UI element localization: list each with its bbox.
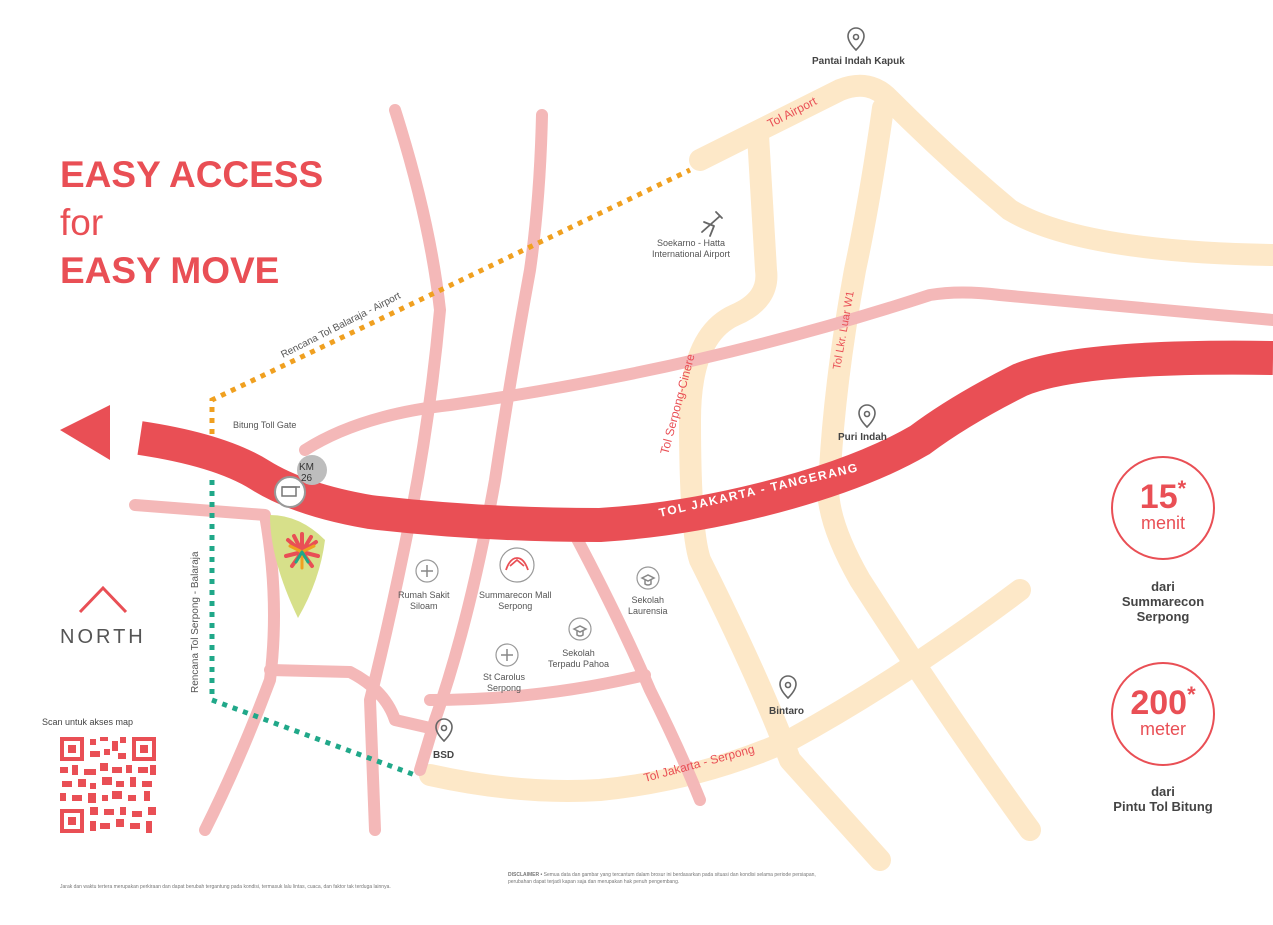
label-puri-indah: Puri Indah bbox=[838, 432, 887, 443]
road-arterial-5 bbox=[264, 664, 436, 734]
footer-note: Jarak dan waktu tertera merupakan perkir… bbox=[60, 884, 391, 890]
site-area bbox=[270, 515, 325, 618]
road-arterial-1 bbox=[364, 104, 446, 836]
stat-time-unit: menit bbox=[1140, 513, 1185, 533]
label-sekolah-laurensia: Sekolah Laurensia bbox=[628, 595, 668, 616]
north-arrow-icon bbox=[78, 585, 128, 614]
label-airport: Soekarno - Hatta International Airport bbox=[652, 238, 731, 259]
qr-caption: Scan untuk akses map bbox=[42, 717, 134, 727]
label-bintaro: Bintaro bbox=[769, 706, 804, 717]
footer-disclaimer: DISCLAIMER • Semua data dan gambar yang … bbox=[508, 872, 838, 886]
road-tol-serpong-cinere bbox=[679, 124, 891, 871]
stat-time-from: dari Summarecon Serpong bbox=[1121, 579, 1205, 624]
label-rencana-serpong-balaraja: Rencana Tol Serpong - Balaraja bbox=[190, 551, 201, 693]
label-st-carolus: St Carolus Serpong bbox=[483, 672, 526, 693]
road-arterial-6 bbox=[569, 529, 706, 806]
label-bsd: BSD bbox=[433, 750, 455, 761]
stat-time-mark: * bbox=[1177, 476, 1187, 501]
road-arterial-3 bbox=[299, 286, 1273, 456]
qr-code bbox=[60, 737, 156, 833]
label-bitung-toll-gate: Bitung Toll Gate bbox=[233, 420, 297, 430]
pin-pik-icon bbox=[847, 27, 865, 52]
road-arterial-7 bbox=[424, 669, 651, 706]
stat-distance-circle: 200* meter bbox=[1111, 662, 1215, 766]
road-tol-airport bbox=[689, 74, 1273, 266]
pin-bintaro-icon bbox=[779, 675, 797, 700]
north-label: NORTH bbox=[60, 626, 146, 648]
disclaimer-text: Semua data dan gambar yang tercantum dal… bbox=[508, 872, 816, 885]
label-km: KM 26 bbox=[299, 462, 314, 484]
road-arterial-2 bbox=[414, 109, 548, 776]
km-marker bbox=[297, 455, 327, 485]
site-logo-icon bbox=[284, 532, 320, 570]
toll-direction-arrow bbox=[60, 405, 110, 460]
stat-distance-value: 200 bbox=[1130, 684, 1188, 722]
school-pahoa-icon bbox=[568, 617, 592, 641]
planned-serpong-balaraja bbox=[209, 480, 416, 778]
school-laurensia-icon bbox=[636, 566, 660, 590]
pin-puri-indah-icon bbox=[858, 404, 876, 429]
road-tol-jakarta-serpong bbox=[419, 579, 1031, 802]
title-line3: EASY MOVE bbox=[60, 250, 280, 291]
pin-bsd-icon bbox=[435, 718, 453, 743]
title-line2: for bbox=[60, 202, 104, 243]
road-arterial-4 bbox=[129, 499, 280, 836]
stat-distance-mark: * bbox=[1187, 682, 1196, 707]
summarecon-mall-icon bbox=[499, 547, 535, 583]
label-rencana-balaraja-airport: Rencana Tol Balaraja - Airport bbox=[279, 291, 402, 361]
stat-time-circle: 15* menit bbox=[1111, 456, 1215, 560]
toll-gate-icon bbox=[274, 476, 306, 508]
label-summarecon-mall: Summarecon Mall Serpong bbox=[479, 590, 552, 611]
stat-time-value: 15 bbox=[1139, 478, 1178, 516]
label-pantai-indah-kapuk: Pantai Indah Kapuk bbox=[812, 56, 905, 67]
label-sekolah-pahoa: Sekolah Terpadu Pahoa bbox=[548, 648, 610, 669]
title-line1: EASY ACCESS bbox=[60, 154, 324, 195]
planned-balaraja-airport bbox=[209, 167, 692, 445]
stat-distance-from: dari Pintu Tol Bitung bbox=[1113, 784, 1213, 814]
disclaimer-label: DISCLAIMER • bbox=[508, 872, 543, 878]
label-rumah-sakit: Rumah Sakit Siloam bbox=[398, 590, 450, 611]
stat-distance-unit: meter bbox=[1139, 719, 1186, 739]
airplane-icon bbox=[701, 211, 723, 237]
